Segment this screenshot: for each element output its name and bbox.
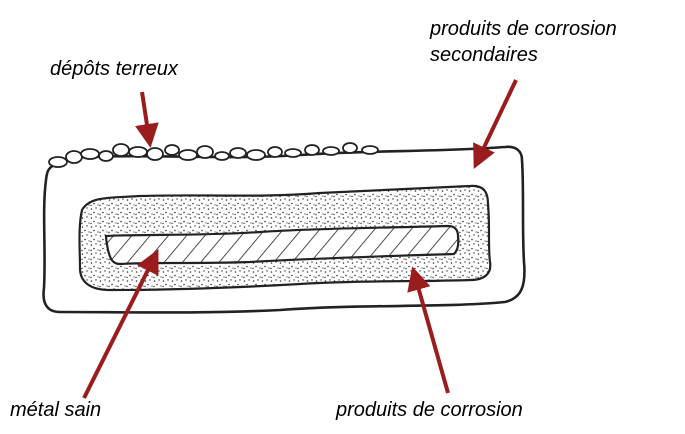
deposit-pebble <box>165 145 179 155</box>
deposit-pebble <box>49 157 67 167</box>
label-produits-secondaires-line2: secondaires <box>430 43 538 67</box>
label-produits-secondaires-line1: produits de corrosion <box>430 17 617 41</box>
deposit-pebble <box>247 150 265 160</box>
deposit-pebble <box>268 147 282 157</box>
deposit-pebble <box>230 148 246 158</box>
deposit-pebble <box>305 145 319 155</box>
deposit-pebble <box>215 152 229 160</box>
deposit-pebble <box>197 146 213 158</box>
label-depots-terreux: dépôts terreux <box>50 57 178 81</box>
deposit-pebble <box>99 151 113 161</box>
deposit-pebble <box>113 144 129 156</box>
deposit-pebble <box>323 147 339 155</box>
label-produits-corrosion: produits de corrosion <box>336 398 523 422</box>
deposit-pebble <box>129 147 147 157</box>
deposit-pebble <box>179 150 197 160</box>
deposit-pebble <box>147 148 163 160</box>
deposit-pebble <box>285 149 301 157</box>
deposit-pebble <box>66 151 82 163</box>
arrow-depots-terreux <box>142 92 149 138</box>
label-metal-sain: métal sain <box>10 398 101 422</box>
deposit-pebble <box>81 149 99 159</box>
deposit-pebble <box>362 146 378 154</box>
deposit-pebble <box>343 143 357 153</box>
